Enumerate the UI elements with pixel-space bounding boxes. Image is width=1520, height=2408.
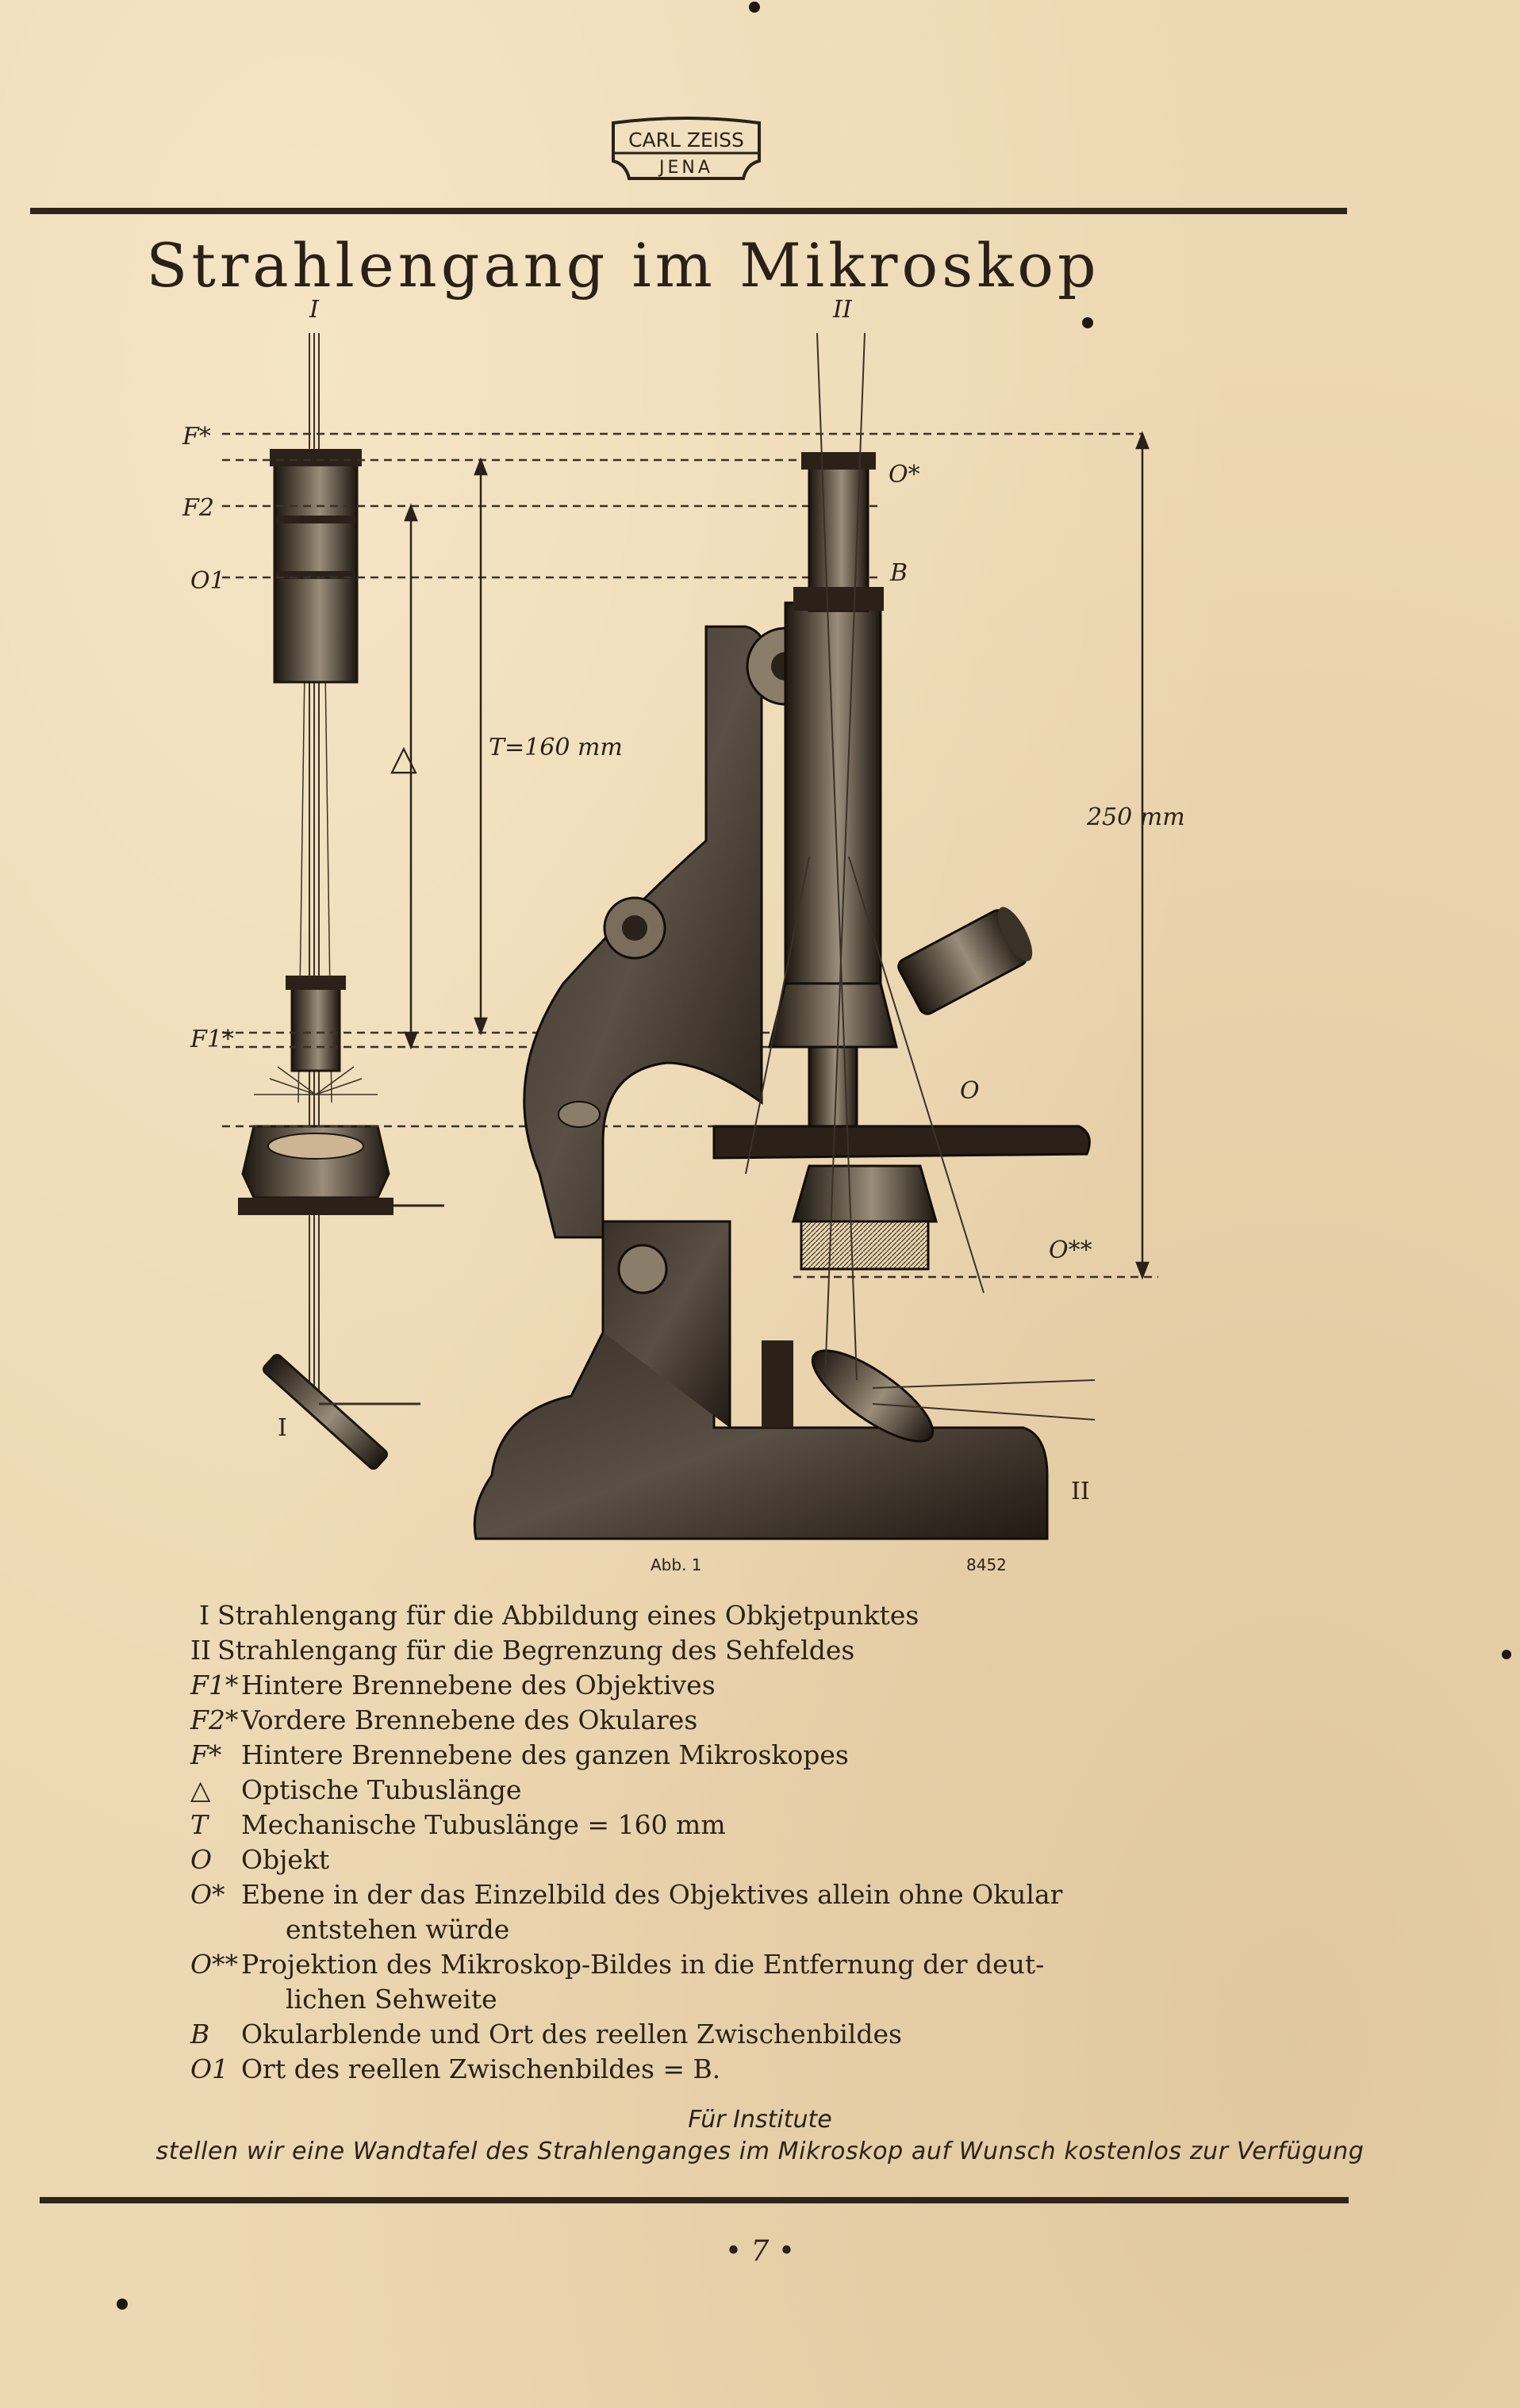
label-II-top: II	[832, 296, 853, 324]
dimension-arrows	[404, 431, 1150, 1280]
legend-row: entstehen würde	[190, 1912, 1222, 1947]
legend-symbol: F1*	[190, 1670, 239, 1701]
legend-symbol: T	[190, 1809, 209, 1840]
ink-dot	[1502, 1650, 1511, 1659]
label-T: T=160 mm	[489, 734, 623, 761]
legend-text: Okularblende und Ort des reellen Zwische…	[241, 2019, 902, 2049]
legend-text: Ort des reellen Zwischenbildes = B.	[241, 2053, 721, 2084]
legend-row: B Okularblende und Ort des reellen Zwisch…	[190, 2017, 1222, 2052]
page-title: Strahlengang im Mikroskop	[146, 230, 1100, 301]
header-rule	[30, 208, 1347, 214]
legend-symbol: O*	[190, 1879, 225, 1910]
legend-text: Ebene in der das Einzelbild des Objektiv…	[241, 1879, 1063, 1910]
institute-note-line2: stellen wir eine Wandtafel des Strahleng…	[155, 2138, 1365, 2165]
label-I-mirror: I	[278, 1414, 287, 1442]
legend-text: Objekt	[241, 1844, 330, 1875]
legend-symbol: O**	[190, 1949, 239, 1980]
legend-text: Strahlengang für die Begrenzung des Sehf…	[217, 1635, 855, 1666]
legend-row: O**Projektion des Mikroskop-Bildes in di…	[190, 1947, 1222, 1982]
legend-text: Projektion des Mikroskop-Bildes in die E…	[241, 1949, 1045, 1980]
logo-line2: JENA	[658, 158, 713, 178]
legend-row: O1 Ort des reellen Zwischenbildes = B.	[190, 2052, 1222, 2087]
legend-row: T Mechanische Tubuslänge = 160 mm	[190, 1808, 1222, 1842]
label-B: B	[889, 559, 908, 587]
legend-text: Hintere Brennebene des ganzen Mikroskope…	[241, 1739, 849, 1770]
page-number: • 7 •	[724, 2235, 796, 2268]
label-II-base: II	[1071, 1478, 1090, 1505]
legend-row: I Strahlengang für die Abbildung eines Ob…	[190, 1598, 1222, 1633]
legend-row: O Objekt	[190, 1842, 1222, 1877]
legend-row: F1*Hintere Brennebene des Objektives	[190, 1668, 1222, 1703]
legend-text: Optische Tubuslänge	[241, 1774, 522, 1805]
ink-dot	[1082, 317, 1093, 328]
label-250mm: 250 mm	[1086, 803, 1185, 831]
legend-symbol: II	[190, 1635, 212, 1666]
figure-legend: I Strahlengang für die Abbildung eines Ob…	[190, 1598, 1222, 2087]
label-F2: F2	[182, 494, 214, 522]
legend-symbol: F*	[190, 1739, 222, 1770]
legend-symbol: B	[190, 2019, 210, 2049]
left-ray-diagram	[238, 333, 444, 1470]
legend-text: Hintere Brennebene des Objektives	[241, 1670, 716, 1701]
logo-line1: CARL ZEISS	[628, 128, 744, 151]
label-O-star: O*	[889, 461, 920, 489]
label-O: O	[960, 1077, 980, 1105]
legend-symbol: O1	[190, 2053, 229, 2084]
institute-note-line1: Für Institute	[688, 2106, 832, 2134]
legend-symbol: F2*	[190, 1704, 239, 1735]
legend-text: Strahlengang für die Abbildung eines Obk…	[217, 1600, 919, 1631]
label-O1: O1	[190, 567, 225, 595]
figure-caption-abb: Abb. 1	[651, 1555, 702, 1570]
legend-text: lichen Sehweite	[286, 1984, 497, 2015]
legend-symbol: I	[198, 1600, 209, 1631]
label-F-star: F*	[182, 423, 211, 451]
ink-dot	[749, 2, 760, 13]
legend-row: F* Hintere Brennebene des ganzen Mikrosko…	[190, 1738, 1222, 1773]
label-delta: △	[390, 738, 417, 778]
microscope-drawing	[473, 332, 1096, 1540]
legend-symbol: O	[190, 1844, 213, 1875]
microscope-illustration: I II F* F2 O1 O* B △ T=160 mm 250 mm F1*…	[182, 296, 1185, 1574]
legend-row: O* Ebene in der das Einzelbild des Objekt…	[190, 1877, 1222, 1912]
legend-text: Mechanische Tubuslänge = 160 mm	[241, 1809, 726, 1840]
figure-caption-number: 8452	[966, 1555, 1007, 1570]
ink-dot	[117, 2299, 128, 2310]
label-F1: F1*	[190, 1026, 234, 1053]
legend-text: Vordere Brennebene des Okulares	[241, 1704, 698, 1735]
microscope-ray-path-figure: I II F* F2 O1 O* B △ T=160 mm 250 mm F1*…	[159, 286, 1222, 1574]
legend-text: entstehen würde	[286, 1914, 510, 1945]
legend-symbol: △	[190, 1774, 211, 1805]
legend-row: lichen Sehweite	[190, 1982, 1222, 2017]
footer-rule	[40, 2197, 1349, 2203]
legend-row: △ Optische Tubuslänge	[190, 1773, 1222, 1808]
label-I-top: I	[309, 296, 320, 324]
label-O-double-star: O**	[1049, 1237, 1092, 1264]
legend-row: F2*Vordere Brennebene des Okulares	[190, 1703, 1222, 1738]
carl-zeiss-logo: CARL ZEISS JENA	[607, 115, 766, 190]
